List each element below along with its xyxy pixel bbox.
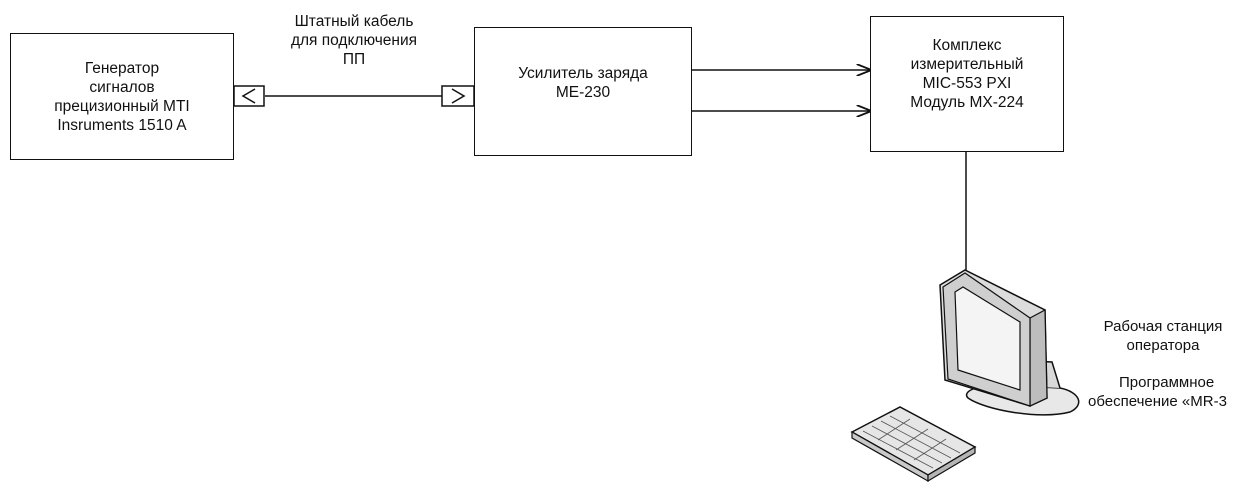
amplifier-label: Усилитель заряда ME-230	[518, 64, 648, 102]
complex-line-2: измерительный	[910, 56, 1024, 73]
complex-label: Комплекс измерительный MIC-553 PXI Модул…	[910, 36, 1024, 112]
generator-line-4: Insruments 1510 A	[57, 116, 187, 134]
generator-line-1: Генератор	[84, 59, 160, 77]
generator-block: Генератор сигналов прецизионный MTI Insr…	[10, 33, 234, 160]
workstation-computer-icon	[850, 269, 1080, 483]
software-line-2: обеспечение «MR-3	[1088, 393, 1227, 410]
software-label: Программное обеспечение «MR-3	[1088, 373, 1254, 411]
workstation-title: Рабочая станция оператора	[1078, 317, 1248, 355]
generator-connector-icon	[233, 85, 265, 107]
generator-label: Генератор сигналов прецизионный MTI Insr…	[54, 59, 189, 135]
cable-label-line-1: Штатный кабель	[294, 13, 414, 30]
measuring-complex-block: Комплекс измерительный MIC-553 PXI Модул…	[870, 16, 1064, 152]
cable-label: Штатный кабель для подключения ПП	[268, 12, 440, 69]
generator-line-3: прецизионный MTI	[54, 97, 190, 115]
cable-label-line-3: ПП	[342, 51, 366, 68]
amplifier-line-2: ME-230	[555, 83, 611, 101]
complex-line-1: Комплекс	[932, 37, 1002, 54]
amplifier-block: Усилитель заряда ME-230	[474, 27, 692, 156]
complex-line-4: Модуль MX-224	[910, 94, 1024, 111]
cable-label-line-2: для подключения	[290, 32, 418, 49]
workstation-title-line-1: Рабочая станция	[1103, 318, 1223, 335]
workstation-title-line-2: оператора	[1126, 337, 1200, 354]
amplifier-line-1: Усилитель заряда	[518, 64, 648, 82]
amplifier-connector-icon	[441, 85, 475, 107]
complex-line-3: MIC-553 PXI	[922, 75, 1012, 92]
generator-line-2: сигналов	[89, 78, 155, 96]
software-line-1: Программное	[1119, 374, 1215, 391]
